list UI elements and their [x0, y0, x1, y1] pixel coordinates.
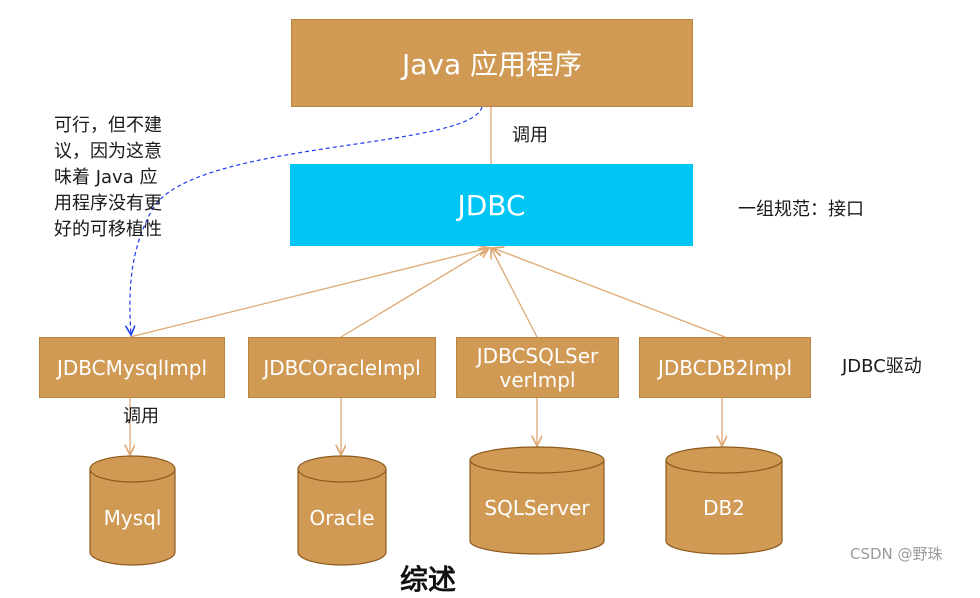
cut-off-heading: 综述 [400, 563, 457, 596]
cylinder-icon [665, 446, 783, 555]
sqlserver-to-jdbc-arrow [491, 248, 538, 338]
db-cylinder-sqlserver: SQLServer [469, 446, 605, 555]
driver-box-oracle: JDBCOracleImpl [248, 337, 436, 398]
driver-label: JDBCDB2Impl [657, 355, 793, 380]
cylinder-icon [89, 455, 176, 566]
jdbc-label: JDBC [457, 188, 526, 222]
driver-box-db2: JDBCDB2Impl [639, 337, 811, 398]
db-label: DB2 [703, 496, 745, 520]
driver-label: JDBCSQLSer verImpl [476, 343, 599, 392]
java-app-label: Java 应用程序 [401, 48, 583, 81]
db2-to-jdbc-arrow [493, 248, 726, 338]
direct-call-dashed-arrow [130, 106, 483, 335]
call-label-top: 调用 [512, 125, 548, 146]
mysql-to-jdbc-arrow [129, 248, 489, 338]
cylinder-icon [469, 446, 605, 555]
jdbc-note: 一组规范：接口 [738, 199, 864, 220]
driver-box-sqlserver: JDBCSQLSer verImpl [456, 337, 619, 398]
jdbc-box: JDBC [290, 164, 693, 246]
cylinder-icon [297, 455, 387, 566]
drivers-note: JDBC驱动 [842, 356, 922, 377]
oracle-to-jdbc-arrow [340, 248, 489, 338]
db-label: Mysql [103, 506, 162, 530]
db-label: Oracle [309, 506, 375, 530]
db-cylinder-mysql: Mysql [89, 455, 176, 566]
connector-lines [0, 106, 980, 571]
db-label: SQLServer [484, 496, 590, 520]
watermark: CSDN @野珠 [850, 545, 943, 563]
driver-label: JDBCMysqlImpl [56, 355, 208, 380]
java-app-box: Java 应用程序 [291, 19, 693, 107]
db-cylinder-oracle: Oracle [297, 455, 387, 566]
driver-box-mysql: JDBCMysqlImpl [39, 337, 225, 398]
call-label-bottom: 调用 [123, 406, 159, 427]
db-cylinder-db2: DB2 [665, 446, 783, 555]
side-note: 可行，但不建 议，因为这意 味着 Java 应 用程序没有更 好的可移植性 [54, 115, 162, 240]
driver-label: JDBCOracleImpl [263, 355, 421, 380]
